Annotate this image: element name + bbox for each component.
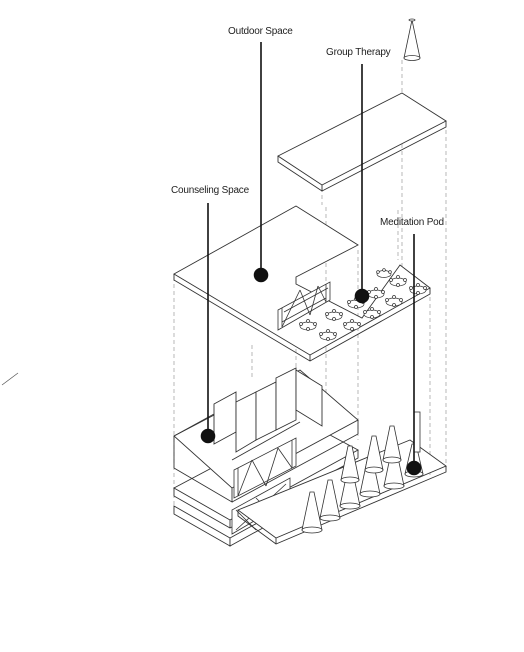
tower-cone-top [403,18,421,61]
dot-counseling-space [200,428,216,444]
upper-truss [277,281,331,331]
dot-meditation-pod [406,460,422,476]
stray-line [1,372,19,386]
label-meditation-pod: Meditation Pod [380,217,444,228]
dot-group-therapy [354,288,370,304]
label-counseling-space: Counseling Space [171,185,249,196]
dot-outdoor-space [253,267,269,283]
label-outdoor-space: Outdoor Space [228,26,293,37]
label-group-therapy: Group Therapy [326,47,391,58]
callouts [200,42,422,476]
